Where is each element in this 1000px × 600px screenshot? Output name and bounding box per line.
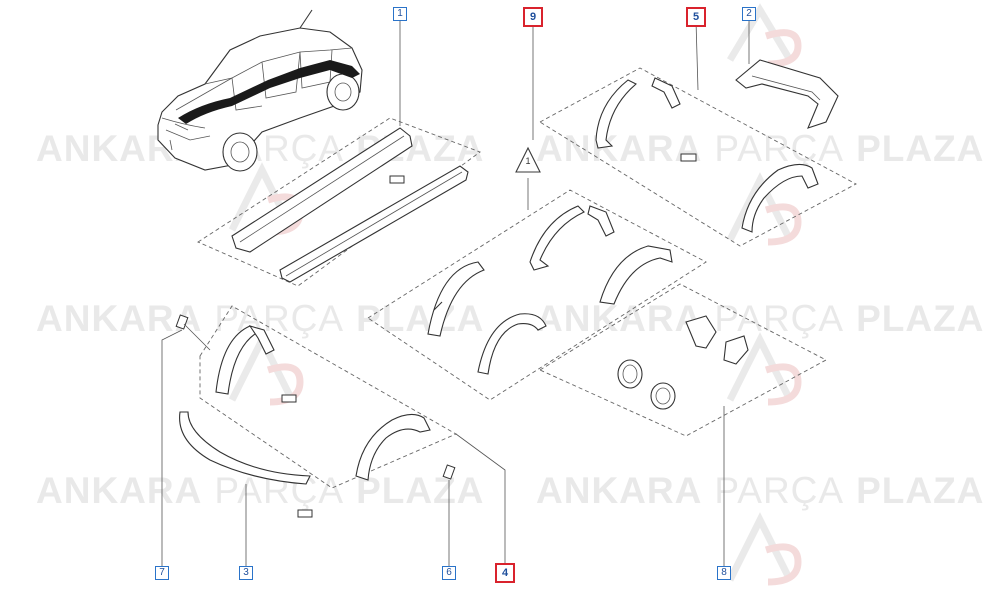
callout-4[interactable]: 4 xyxy=(495,563,515,583)
watermark-logo-4 xyxy=(726,332,802,406)
callout-5[interactable]: 5 xyxy=(686,7,706,27)
callout-3[interactable]: 3 xyxy=(239,566,253,580)
watermark-logo-2 xyxy=(726,172,802,246)
callout-7[interactable]: 7 xyxy=(155,566,169,580)
watermark-logo-6 xyxy=(726,3,802,68)
group-lamp-covers xyxy=(539,283,827,566)
callout-2[interactable]: 2 xyxy=(742,7,756,21)
group-rear-arch-trims xyxy=(539,20,857,247)
car-illustration xyxy=(157,9,363,172)
callout-6[interactable]: 6 xyxy=(442,566,456,580)
group-front-arch-trims xyxy=(367,21,707,401)
clip-liner xyxy=(281,394,297,403)
warning-label: 1 xyxy=(525,156,531,166)
group-arch-liners xyxy=(199,305,506,566)
part-clips xyxy=(161,314,456,566)
warning-triangle xyxy=(515,146,541,173)
clip-sill xyxy=(389,175,405,184)
part-bumper-strip xyxy=(179,411,313,566)
clip-rear xyxy=(680,153,697,162)
group-side-sills xyxy=(197,21,481,287)
watermark-logo-5 xyxy=(726,512,802,586)
callout-9[interactable]: 9 xyxy=(523,7,543,27)
callout-8[interactable]: 8 xyxy=(717,566,731,580)
clip-strip xyxy=(297,509,313,518)
callout-1[interactable]: 1 xyxy=(393,7,407,21)
